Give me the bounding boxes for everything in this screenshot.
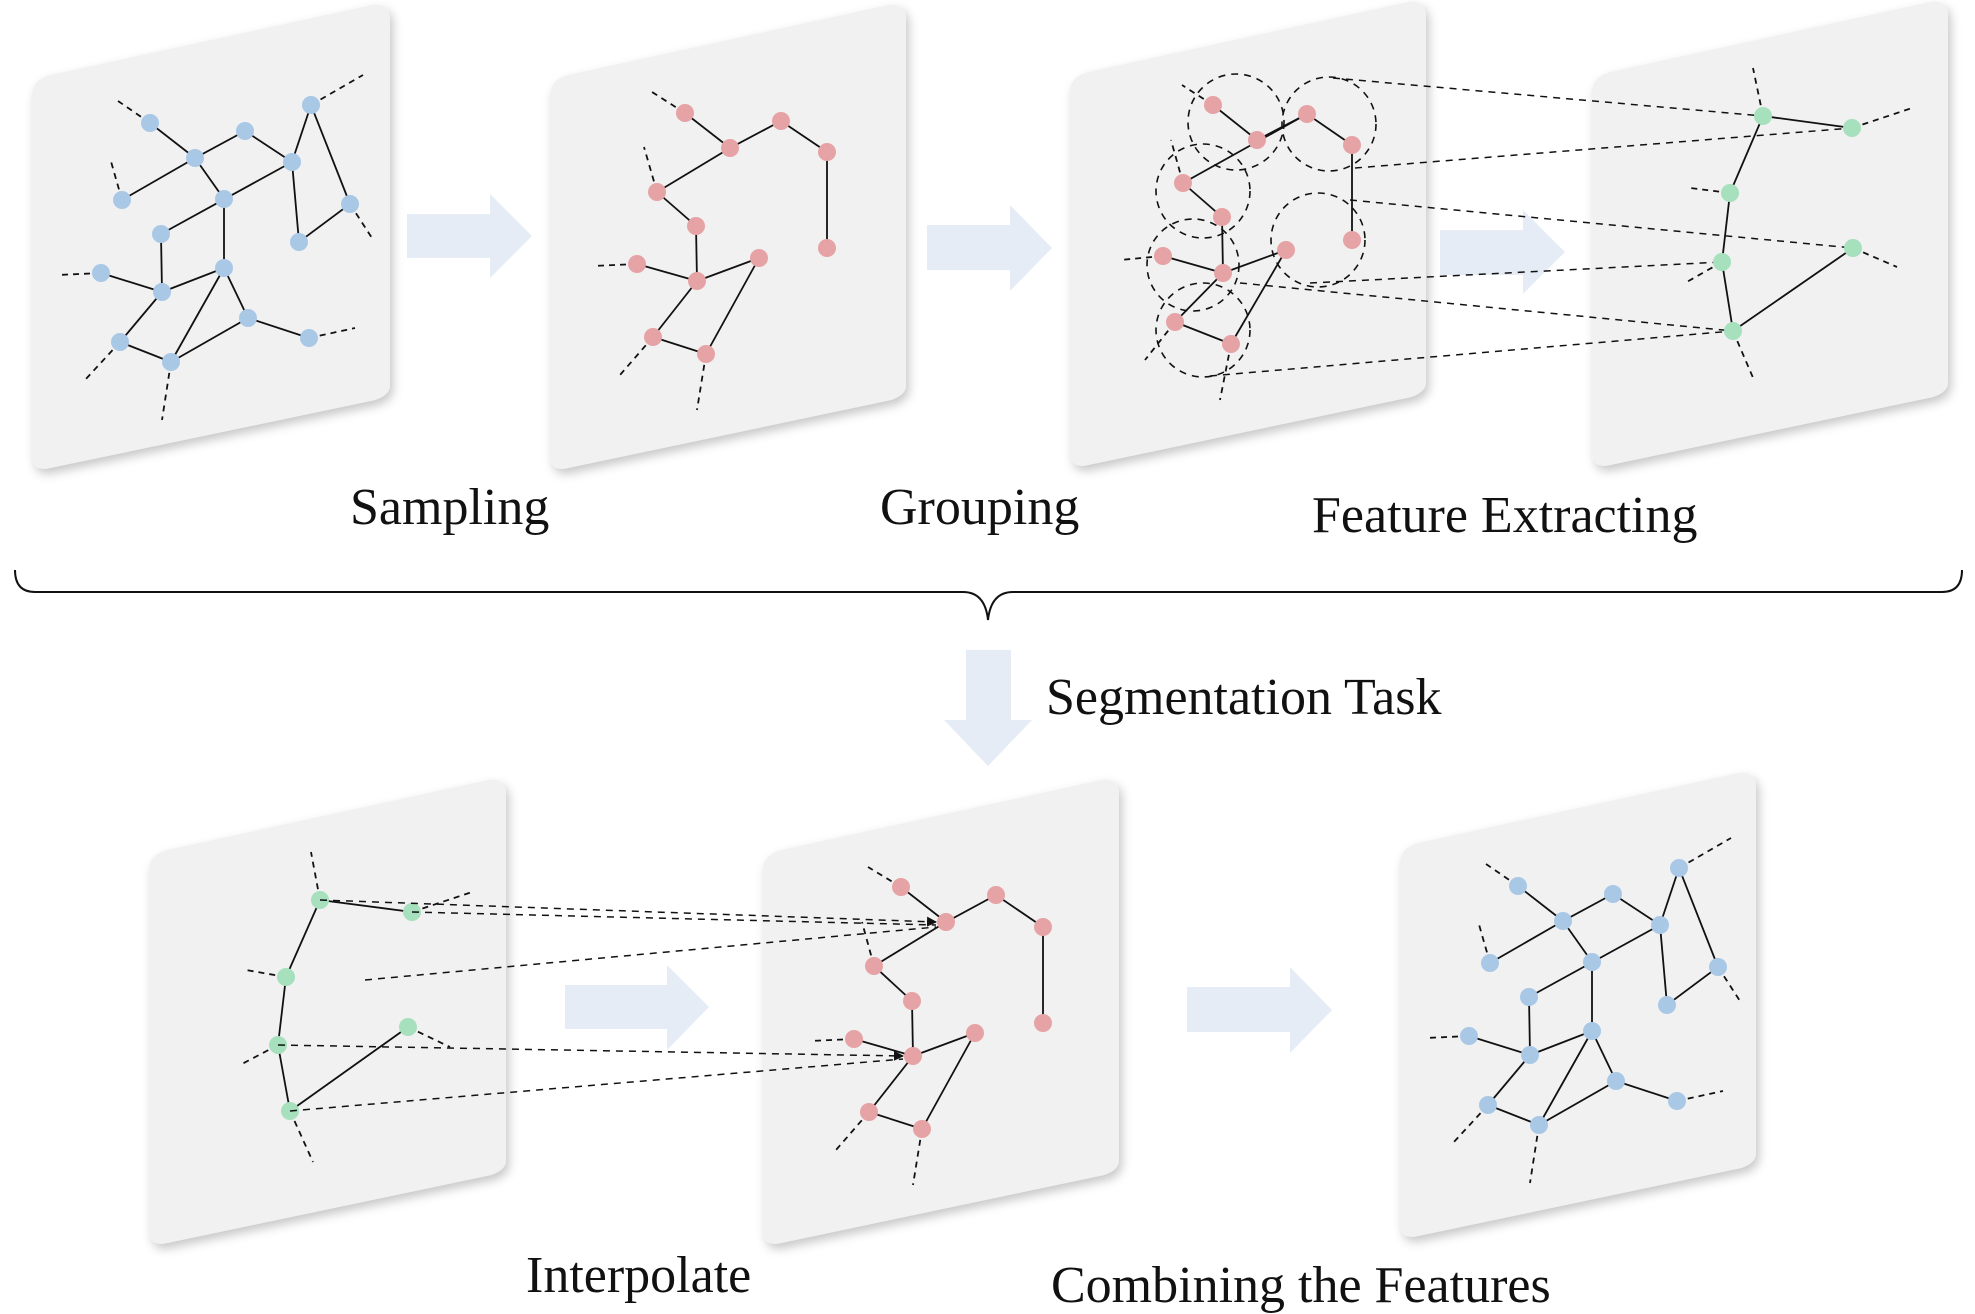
- encoder-brace: [14, 569, 1963, 621]
- feature-projection-lines: [1209, 77, 1854, 377]
- flow-arrow-interpolate: [565, 965, 709, 1050]
- label-combining-features: Combining the Features: [1051, 1257, 1551, 1314]
- graph-features-green: [1684, 67, 1913, 381]
- panel-extracted-features: [1592, 1, 1948, 466]
- nodes-combined-blue: [1460, 859, 1727, 1134]
- label-sampling: Sampling: [350, 479, 550, 536]
- label-feature-extracting: Feature Extracting: [1312, 487, 1698, 544]
- graph-interp-source-green: [239, 851, 473, 1163]
- nodes-features-green: [1713, 107, 1862, 340]
- label-interpolate: Interpolate: [526, 1247, 752, 1304]
- panel-grouped-points: [1070, 1, 1426, 466]
- nodes-grouped-red: [1154, 96, 1361, 353]
- panel-combined-output: [1400, 772, 1756, 1237]
- panel-input-points: [32, 4, 390, 469]
- nodes-sampled-red: [628, 104, 836, 363]
- panel-interpolate-target: [763, 779, 1119, 1244]
- nodes-interp-target-red: [845, 878, 1052, 1138]
- panel-sampled-points: [550, 4, 906, 469]
- flow-arrow-grouping: [927, 205, 1052, 291]
- label-segmentation-task: Segmentation Task: [1046, 669, 1442, 726]
- flow-arrow-segmentation: [944, 650, 1032, 766]
- grouping-circles: [1146, 73, 1377, 378]
- nodes-input-blue: [92, 96, 359, 371]
- flow-arrow-feature: [1440, 210, 1565, 294]
- panel-interpolate-source: [149, 779, 506, 1244]
- label-grouping: Grouping: [880, 479, 1080, 536]
- flow-arrow-sampling: [407, 194, 532, 278]
- flow-arrow-combine: [1187, 967, 1332, 1053]
- interpolation-arrows: [277, 899, 937, 1112]
